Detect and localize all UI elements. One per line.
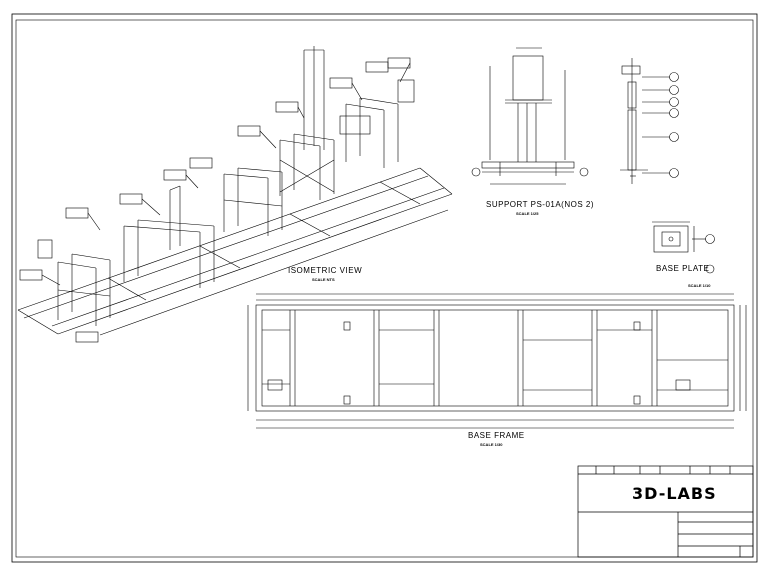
isometric-view-title: ISOMETRIC VIEW (288, 266, 363, 275)
title-block (577, 465, 754, 558)
sheet-border (11, 13, 758, 563)
base-plate-scale: SCALE 1/10 (688, 283, 711, 288)
isometric-view (17, 46, 453, 343)
company-logo: 3D-LABS (632, 484, 717, 503)
base-frame-scale: SCALE 1/30 (480, 442, 503, 447)
support-view-title: SUPPORT PS-01A(NOS 2) (486, 200, 595, 209)
base-plate-title: BASE PLATE (656, 264, 710, 273)
base-plate-detail (652, 221, 715, 274)
base-frame-title: BASE FRAME (468, 431, 525, 440)
support-view-scale: SCALE 1/25 (516, 211, 539, 216)
support-detail (471, 47, 679, 185)
isometric-view-scale: SCALE NTS (312, 277, 335, 282)
base-frame-view (247, 293, 747, 429)
